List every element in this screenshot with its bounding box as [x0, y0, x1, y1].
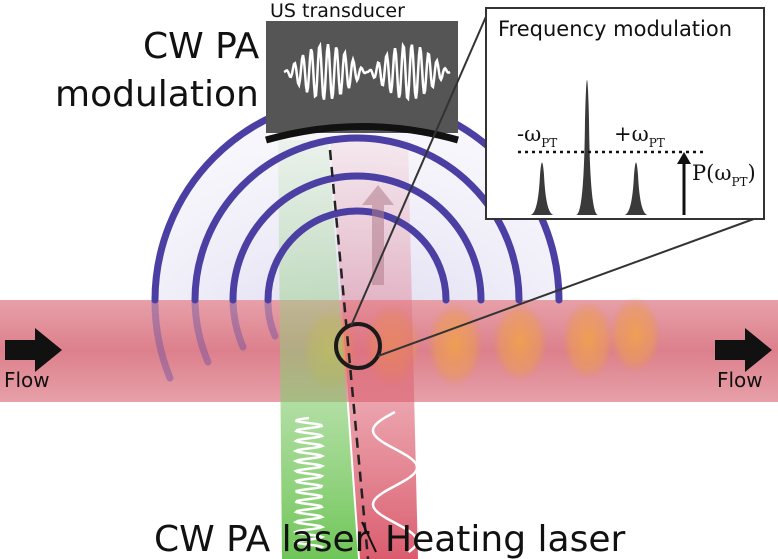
heating-modulation-wave — [371, 410, 419, 554]
inset-title: Frequency modulation — [498, 17, 732, 41]
heating-laser-beam — [330, 140, 418, 559]
transducer-label: US transducer — [270, 0, 405, 22]
zoom-line — [377, 215, 763, 357]
acoustic-ring-lower — [264, 296, 279, 340]
acoustic-ring — [229, 172, 485, 304]
acoustic-ring-lower — [229, 296, 247, 351]
flow-arrow-left — [5, 328, 62, 372]
power-arrow-head — [677, 152, 691, 164]
cell — [492, 302, 548, 382]
plus-omega-label: +ωPT — [614, 122, 665, 150]
power-label: P(ωPT) — [692, 161, 756, 189]
peak-minus — [530, 162, 554, 215]
peak-plus — [624, 162, 648, 215]
acoustic-ring — [191, 134, 523, 304]
flow-label-right: Flow — [717, 368, 763, 392]
flow-label-left: Flow — [4, 368, 50, 392]
acoustic-ring-lower — [151, 296, 174, 382]
focus-circle — [334, 322, 382, 370]
ultrasound-signal — [283, 41, 451, 102]
us-transducer — [265, 21, 459, 144]
heating-laser-label: Heating laser — [385, 519, 625, 559]
minus-omega-label: -ωPT — [517, 122, 557, 150]
signal-arrow — [362, 185, 394, 285]
cw-pa-modulation-wave — [292, 416, 326, 550]
cell — [562, 300, 614, 380]
zoom-line — [350, 11, 489, 327]
acoustic-ring-lower — [191, 296, 212, 366]
beam-boundary-line — [328, 149, 370, 559]
cell — [427, 303, 483, 387]
inset-frame — [485, 7, 765, 220]
cw-pa-title-line2: modulation — [55, 74, 259, 115]
acoustic-ring — [264, 207, 450, 304]
cw-pa-laser-beam — [278, 140, 358, 559]
cw-pa-title-line1: CW PA — [143, 26, 260, 67]
peak-center — [576, 80, 598, 215]
flow-arrow-right — [715, 328, 772, 372]
label-divider — [361, 521, 377, 553]
cell — [609, 297, 661, 373]
frequency-inset: Frequency modulation -ωPT +ωPT P(ωPT) — [485, 7, 765, 220]
transducer-body — [266, 21, 458, 133]
cw-pa-laser-label: CW PA laser — [154, 519, 370, 559]
